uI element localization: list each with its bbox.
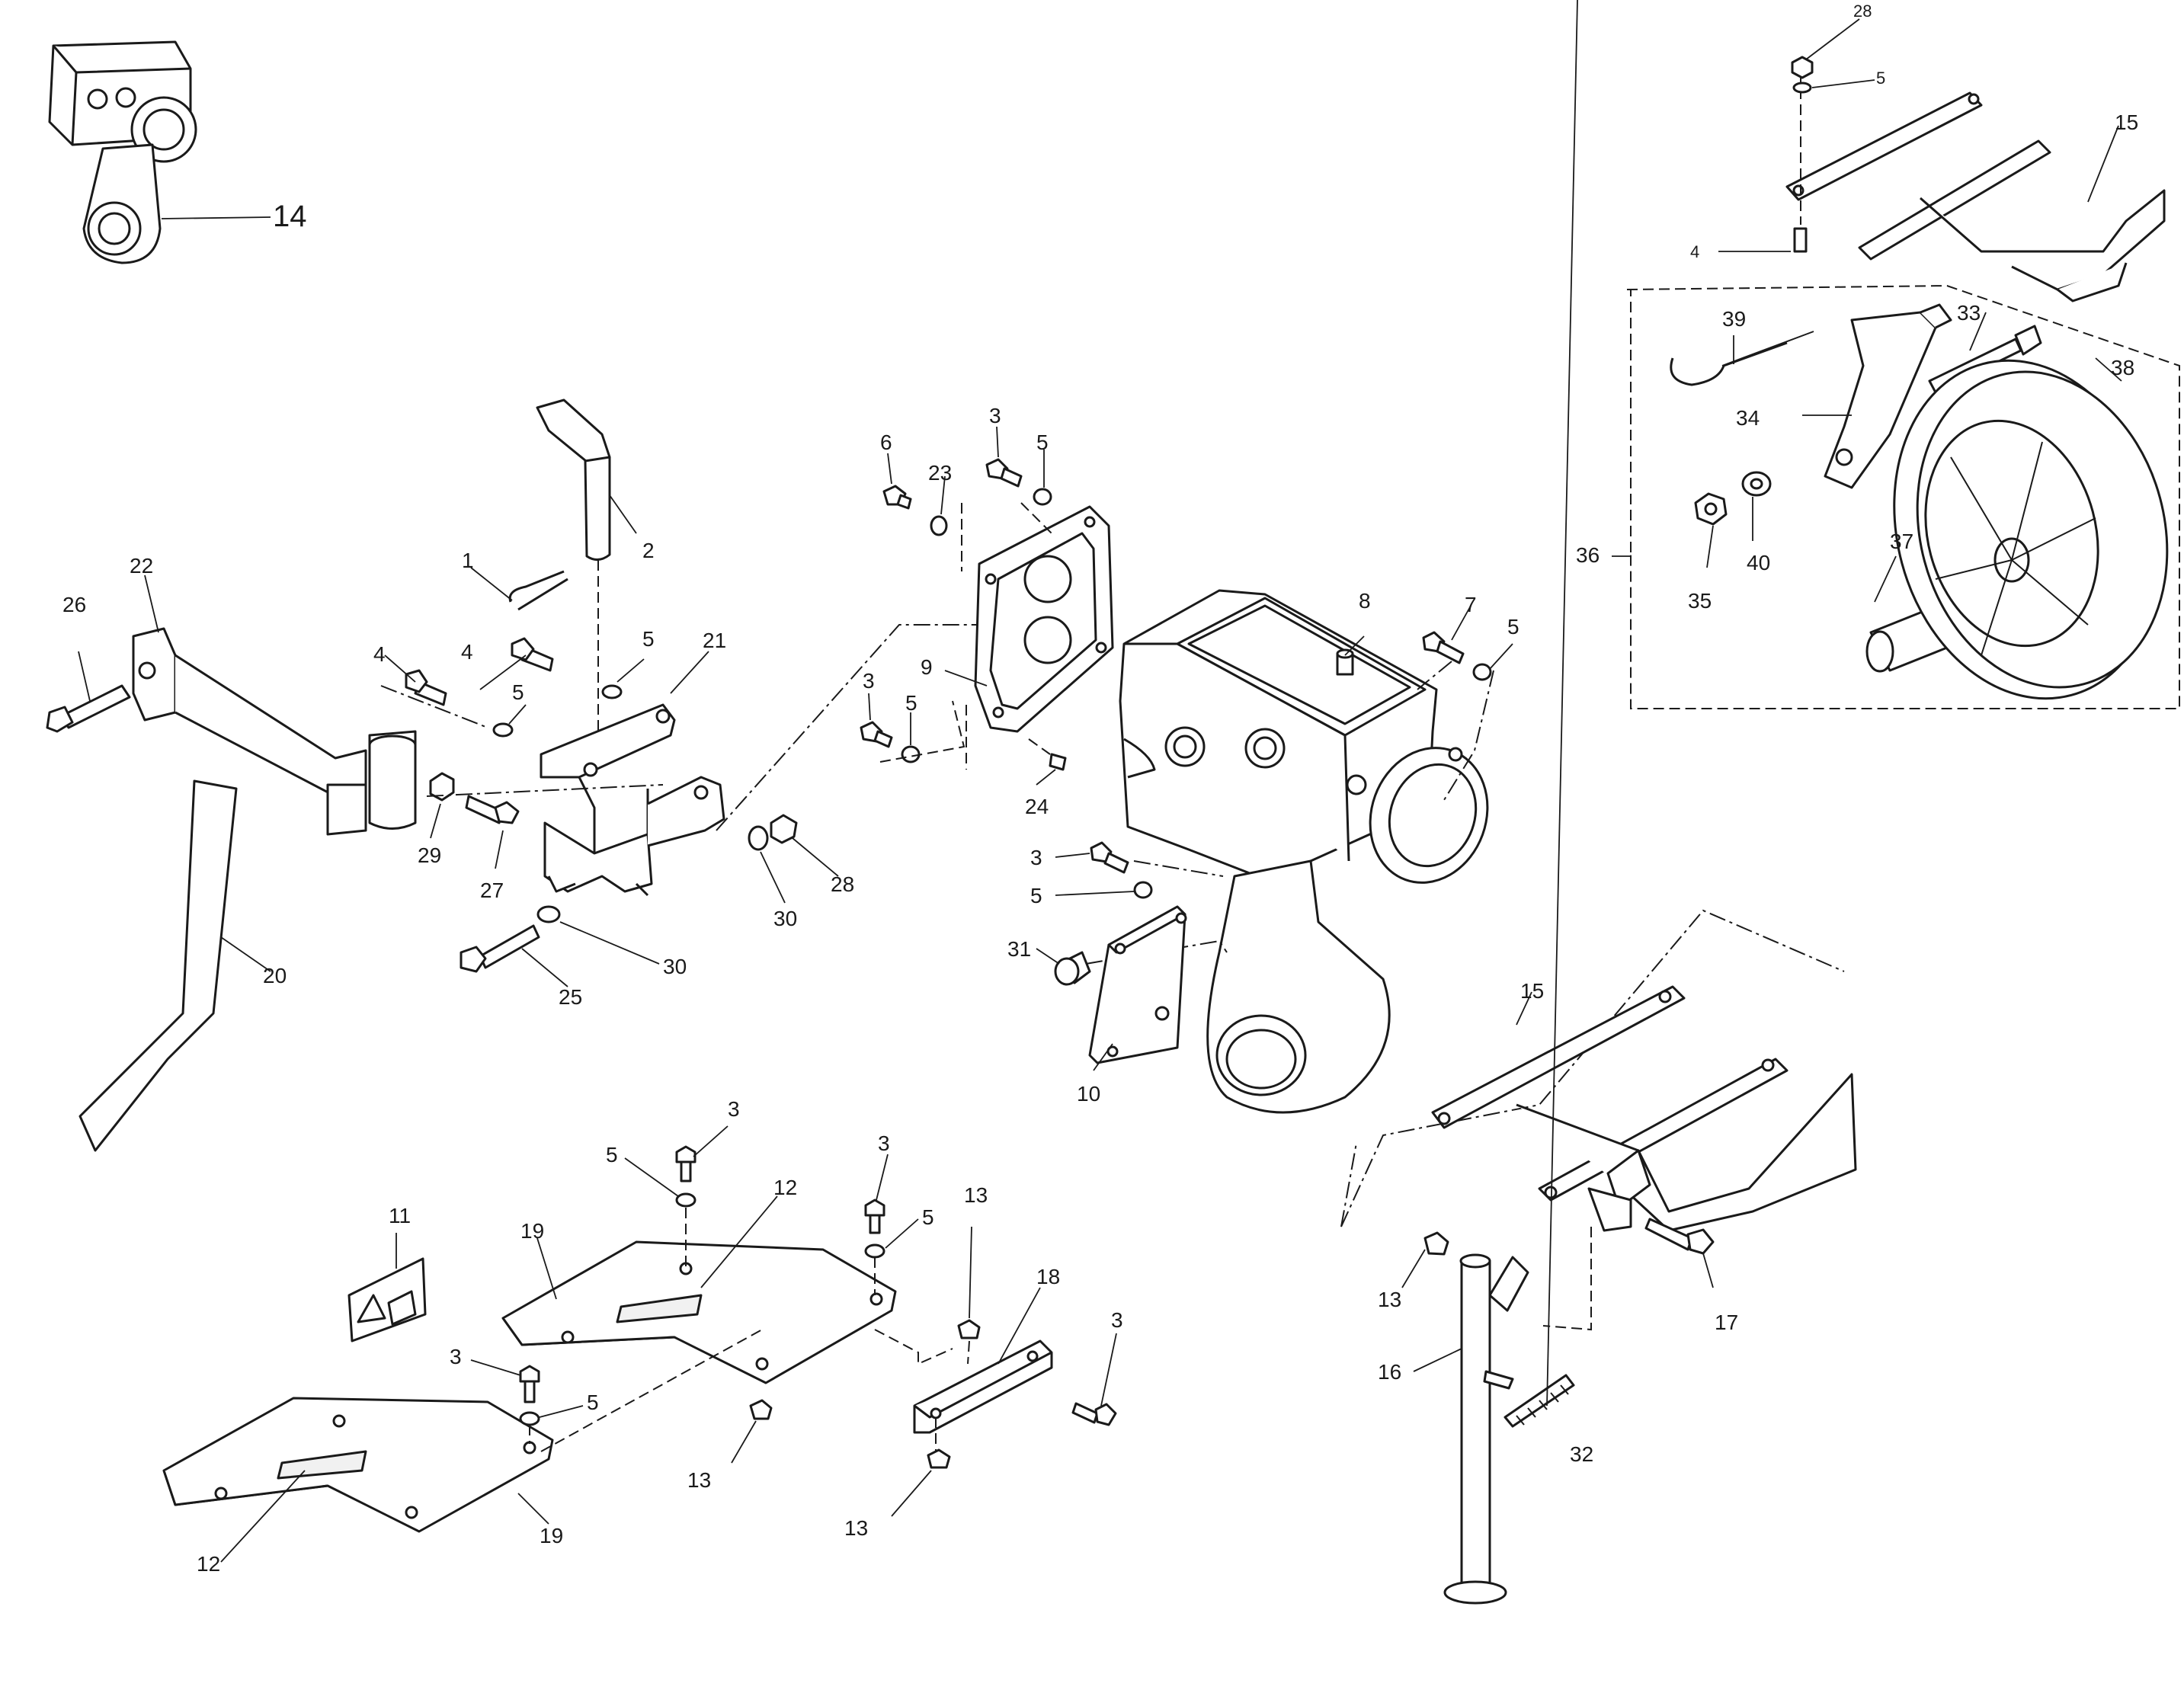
callout-14: 14 bbox=[273, 200, 307, 233]
callout-33: 33 bbox=[1957, 301, 1981, 325]
part-16-stand bbox=[1401, 1231, 1529, 1605]
callout-29: 29 bbox=[418, 843, 441, 867]
callout-15: 15 bbox=[2115, 110, 2138, 134]
callout-40: 40 bbox=[1747, 551, 1770, 574]
callout-1: 1 bbox=[462, 549, 474, 572]
callout-labels: 14 28 5 15 4 39 33 38 34 36 37 35 40 2 1… bbox=[62, 2, 2138, 1576]
callout-21: 21 bbox=[703, 629, 726, 652]
callout-34: 34 bbox=[1736, 406, 1760, 430]
callout-31: 31 bbox=[1007, 937, 1031, 961]
part-19-shield-upper bbox=[501, 1195, 897, 1384]
callout-3: 3 bbox=[1030, 846, 1042, 869]
callout-3: 3 bbox=[878, 1131, 890, 1155]
callout-26: 26 bbox=[62, 593, 86, 616]
callout-32: 32 bbox=[1570, 1442, 1593, 1466]
callout-30: 30 bbox=[773, 907, 797, 930]
callout-4: 4 bbox=[461, 640, 473, 664]
callout-19: 19 bbox=[540, 1524, 563, 1547]
callout-22: 22 bbox=[130, 554, 153, 578]
callout-7: 7 bbox=[1465, 593, 1477, 616]
callout-19: 19 bbox=[520, 1219, 544, 1243]
callout-20: 20 bbox=[263, 964, 287, 987]
part-22-support-arm bbox=[46, 574, 417, 836]
callout-5: 5 bbox=[642, 627, 655, 651]
part-19-shield-lower bbox=[162, 1397, 554, 1563]
callout-5: 5 bbox=[1030, 884, 1042, 907]
callout-35: 35 bbox=[1688, 589, 1712, 613]
part-8-gearbox-housing bbox=[1119, 589, 1489, 1114]
callout-27: 27 bbox=[480, 879, 504, 902]
bolts-and-washers-left bbox=[380, 624, 1021, 987]
callout-23: 23 bbox=[928, 461, 952, 485]
callout-5: 5 bbox=[922, 1205, 934, 1229]
callout-18: 18 bbox=[1036, 1265, 1060, 1288]
callout-4: 4 bbox=[373, 642, 386, 666]
part-20-column bbox=[78, 779, 271, 1152]
callout-3: 3 bbox=[863, 669, 875, 693]
callout-13: 13 bbox=[964, 1183, 988, 1207]
callout-13: 13 bbox=[844, 1516, 868, 1540]
callout-38: 38 bbox=[2111, 356, 2134, 379]
callout-28: 28 bbox=[1853, 2, 1872, 21]
callout-28: 28 bbox=[831, 872, 854, 896]
callout-6: 6 bbox=[880, 430, 892, 454]
callout-37: 37 bbox=[1890, 530, 1913, 553]
callout-2: 2 bbox=[642, 539, 655, 562]
callout-12: 12 bbox=[197, 1552, 220, 1576]
callout-5: 5 bbox=[905, 691, 917, 715]
callout-8: 8 bbox=[1359, 589, 1371, 613]
callout-5: 5 bbox=[606, 1143, 618, 1167]
part-21-bracket bbox=[540, 651, 725, 897]
callout-3: 3 bbox=[989, 404, 1001, 427]
callout-13: 13 bbox=[1378, 1288, 1401, 1311]
part-14-gearbox-housing bbox=[48, 40, 271, 264]
callout-5: 5 bbox=[512, 680, 524, 704]
part-32-spring bbox=[1504, 0, 1578, 1428]
callout-30: 30 bbox=[663, 955, 687, 978]
callout-16: 16 bbox=[1378, 1360, 1401, 1384]
callout-3: 3 bbox=[728, 1097, 740, 1121]
callout-11: 11 bbox=[389, 1204, 411, 1227]
callout-10: 10 bbox=[1077, 1082, 1100, 1106]
part-36-wheel-kit bbox=[1612, 284, 2180, 709]
part-15-skid-bracket-top bbox=[1718, 18, 2166, 302]
callout-5: 5 bbox=[1876, 69, 1885, 88]
bolts-center bbox=[860, 426, 1067, 786]
shield-hardware bbox=[470, 1125, 919, 1464]
callout-5: 5 bbox=[587, 1391, 599, 1414]
bolts-right-of-housing bbox=[1036, 605, 1513, 986]
part-11-warning-decal bbox=[347, 1233, 427, 1343]
callout-9: 9 bbox=[921, 655, 933, 679]
callout-25: 25 bbox=[559, 985, 582, 1009]
part-2-handle-pin bbox=[536, 398, 637, 750]
callout-17: 17 bbox=[1715, 1311, 1738, 1334]
callout-5: 5 bbox=[1036, 430, 1049, 454]
callout-3: 3 bbox=[450, 1345, 462, 1368]
part-9-cover-plate bbox=[944, 505, 1114, 733]
part-10-cover bbox=[1088, 905, 1187, 1071]
part-15-skid-bracket-bottom bbox=[1340, 909, 1857, 1331]
callout-13: 13 bbox=[687, 1468, 711, 1492]
callout-5: 5 bbox=[1507, 615, 1520, 638]
part-18-brace bbox=[874, 1226, 1117, 1517]
callout-4: 4 bbox=[1690, 242, 1699, 261]
part-1-cotter-pin bbox=[470, 567, 568, 611]
callout-15: 15 bbox=[1520, 979, 1544, 1003]
callout-39: 39 bbox=[1722, 307, 1746, 331]
callout-24: 24 bbox=[1025, 795, 1049, 818]
callout-12: 12 bbox=[773, 1176, 797, 1199]
callout-3: 3 bbox=[1111, 1308, 1123, 1332]
callout-36: 36 bbox=[1576, 543, 1600, 567]
